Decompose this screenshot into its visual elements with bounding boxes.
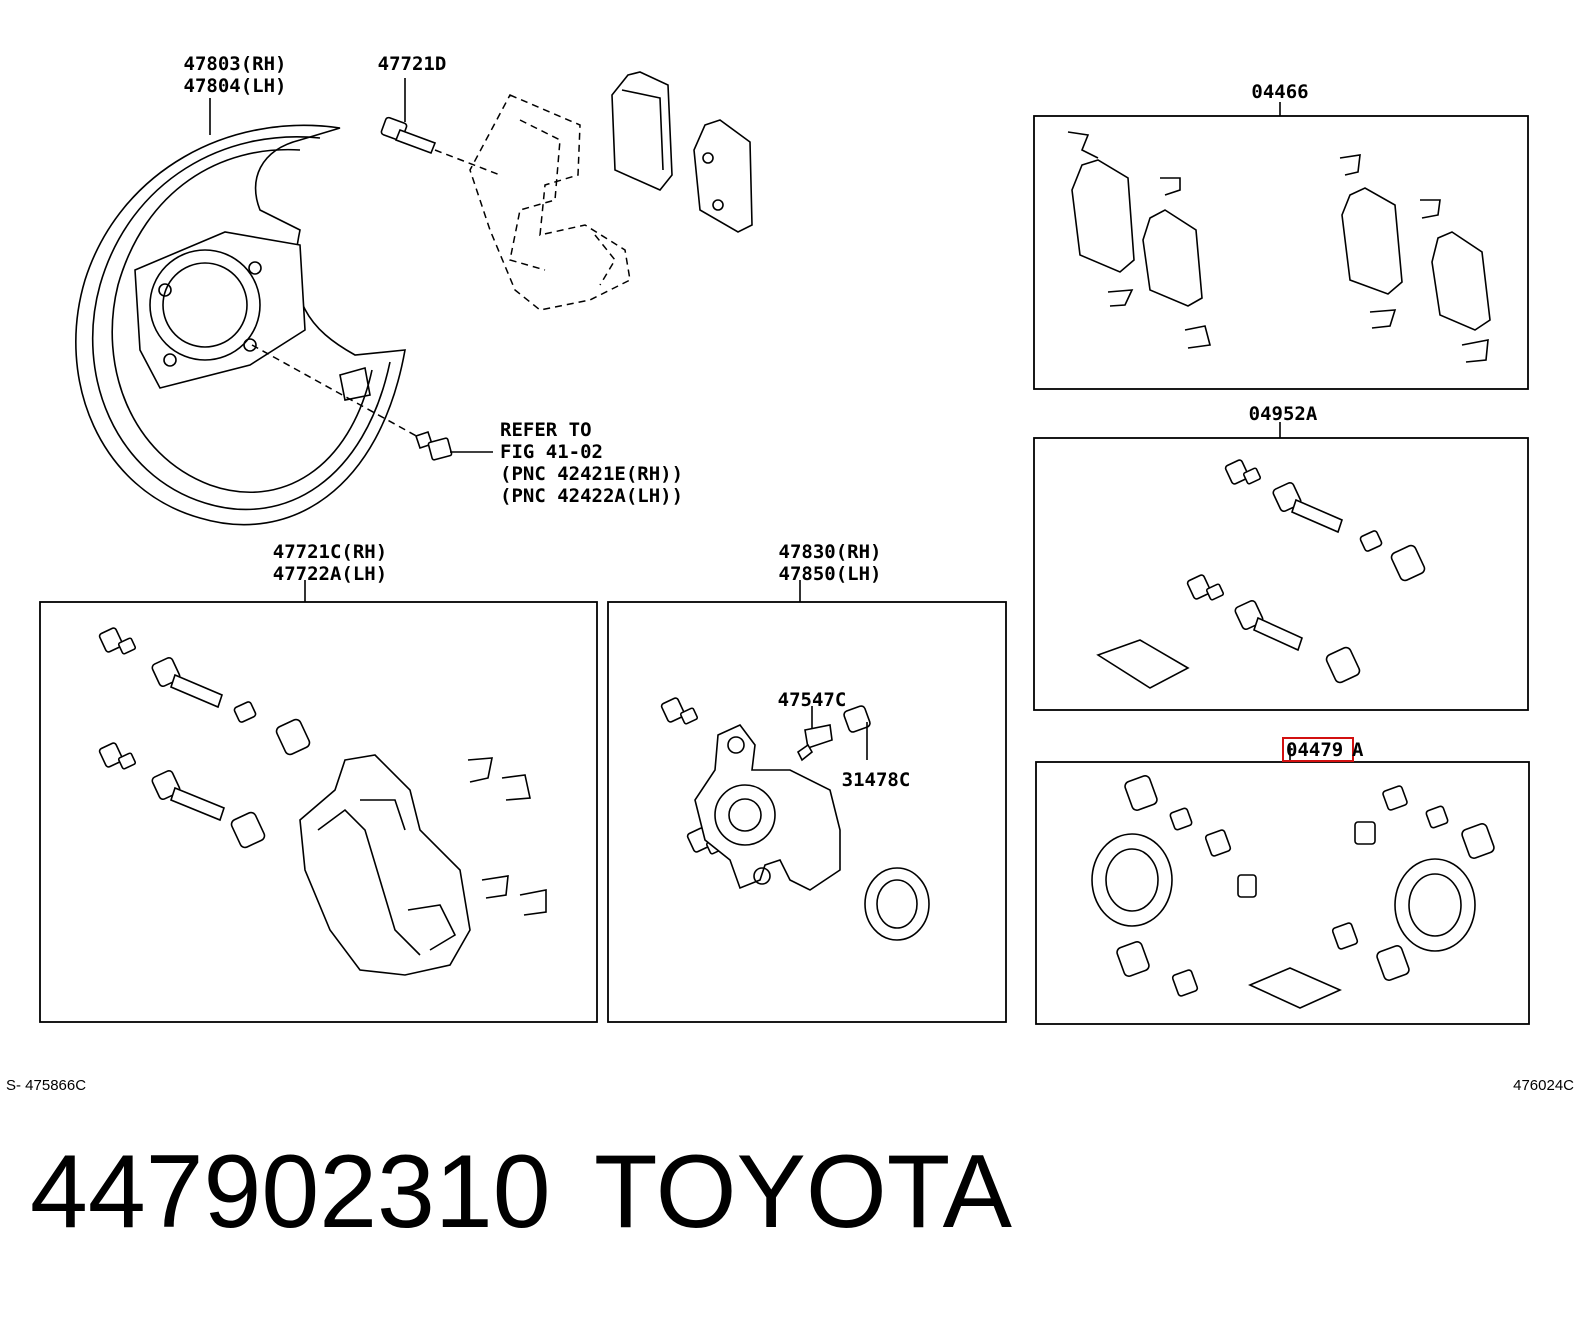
corner-code-left: S- 475866C: [6, 1077, 86, 1094]
pad-kit-parts: [1067, 131, 1491, 363]
label-bleeder: 47547C: [778, 689, 847, 711]
label-shield-rh: 47803(RH): [184, 53, 287, 75]
label-mount-rh: 47721C(RH): [273, 541, 387, 563]
label-cylinder-kit-suffix: A: [1352, 739, 1364, 761]
label-caliper-lh: 47850(LH): [779, 563, 882, 585]
label-mount-lh: 47722A(LH): [273, 563, 387, 585]
label-refer-3: (PNC 42421E(RH)): [500, 463, 683, 485]
brake-pads-top: [611, 71, 753, 233]
label-refer-2: FIG 41-02: [500, 441, 603, 463]
label-pad-kit: 04466: [1251, 81, 1308, 103]
box-guide-kit: [1033, 437, 1529, 711]
mounting-kit-parts: [98, 627, 547, 976]
label-guide-kit: 04952A: [1249, 403, 1318, 425]
box-mounting-kit: [39, 601, 598, 1023]
label-refer-4: (PNC 42422A(LH)): [500, 485, 683, 507]
hub-bolt-part: [414, 430, 453, 461]
box-caliper: [607, 601, 1007, 1023]
cylinder-kit-parts: [1091, 775, 1495, 1009]
corner-code-right: 476024C: [1513, 1077, 1574, 1094]
brand-name: TOYOTA: [594, 1134, 1012, 1250]
label-cap: 31478C: [842, 769, 911, 791]
label-shield-lh: 47804(LH): [184, 75, 287, 97]
label-refer-1: REFER TO: [500, 419, 592, 441]
label-caliper-rh: 47830(RH): [779, 541, 882, 563]
bolt-47721D-part: [380, 116, 437, 155]
label-cylinder-kit: 04479: [1286, 739, 1343, 761]
label-bolt: 47721D: [378, 53, 447, 75]
caliper-mount-ghost: [469, 94, 631, 311]
dust-shield-part: [75, 124, 406, 526]
part-number: 447902310: [30, 1134, 551, 1250]
highlight-box: [1282, 737, 1354, 762]
caliper-parts: [660, 697, 930, 941]
box-pad-kit: [1033, 115, 1529, 390]
guide-kit-parts: [1096, 459, 1426, 689]
